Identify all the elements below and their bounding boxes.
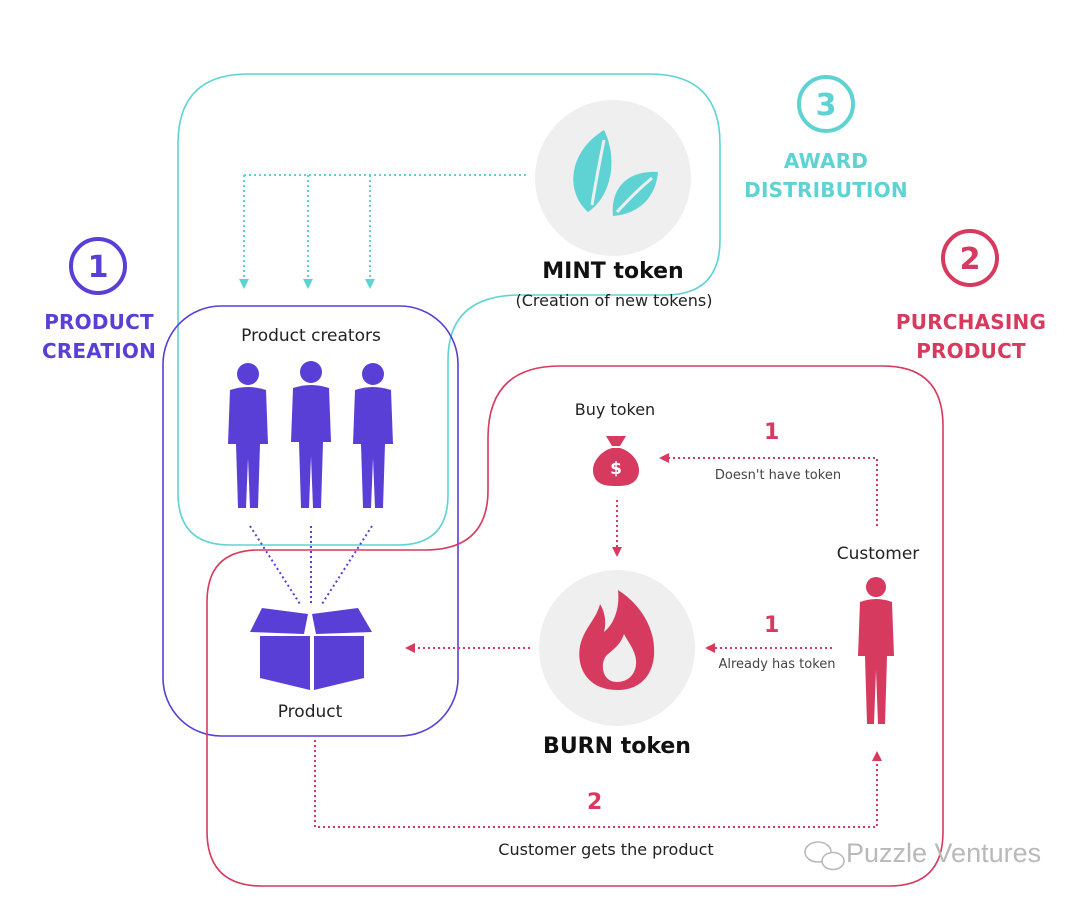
already-has-token-label: Already has token [718, 657, 836, 672]
award-distribution-arrows [239, 174, 526, 289]
person-icon [291, 361, 331, 508]
leaf-icon [573, 130, 658, 216]
doesnt-have-token-label: Doesn't have token [714, 468, 842, 483]
customer-icon [858, 577, 894, 724]
product-label: Product [277, 702, 343, 722]
burn-token-node [539, 570, 695, 726]
customer-gets-product-label: Customer gets the product [498, 840, 714, 859]
stage-3-title: AWARD DISTRIBUTION [744, 147, 908, 205]
stage-1-title-line1: PRODUCT [44, 310, 154, 334]
watermark-text: Puzzle Ventures [846, 838, 1042, 868]
purchasing-region-outline [206, 365, 944, 887]
purchasing-arrows [314, 453, 882, 828]
creators-icon-group [228, 361, 393, 508]
mint-token-node [535, 100, 691, 256]
stage-2-title-line2: PRODUCT [916, 339, 1026, 363]
stage-1-number: 1 [88, 250, 109, 285]
mint-token-subtitle: (Creation of new tokens) [515, 291, 713, 310]
wechat-icon [804, 841, 845, 871]
svg-text:$: $ [610, 459, 622, 479]
creators-to-product-connectors [249, 525, 373, 605]
stage-2-title-line1: PURCHASING [895, 310, 1047, 334]
step-1-has-token: 1 [764, 613, 780, 638]
stage-3-badge: 3 [797, 75, 855, 133]
box-icon [250, 608, 372, 690]
stage-1-title: PRODUCT CREATION [38, 308, 160, 366]
award-region-outline [177, 73, 721, 546]
creation-region-outline [162, 305, 459, 737]
stage-3-number: 3 [816, 88, 837, 123]
stage-2-badge: 2 [941, 229, 999, 287]
stage-2-number: 2 [960, 242, 981, 277]
stage-3-title-line2: DISTRIBUTION [744, 178, 908, 202]
money-bag-icon: $ [592, 436, 640, 486]
creators-label: Product creators [241, 326, 381, 346]
stage-2-title: PURCHASING PRODUCT [895, 308, 1047, 366]
person-icon [228, 363, 268, 508]
buy-token-label: Buy token [574, 400, 656, 419]
stage-3-title-line1: AWARD [783, 149, 869, 173]
stage-1-badge: 1 [69, 237, 127, 295]
step-2-delivery: 2 [587, 790, 603, 815]
step-1-no-token: 1 [764, 420, 780, 445]
stage-1-title-line2: CREATION [41, 339, 157, 363]
mint-token-title: MINT token [542, 259, 684, 284]
person-icon [353, 363, 393, 508]
flame-icon [579, 590, 655, 690]
burn-token-title: BURN token [543, 734, 691, 759]
customer-label: Customer [836, 544, 920, 564]
